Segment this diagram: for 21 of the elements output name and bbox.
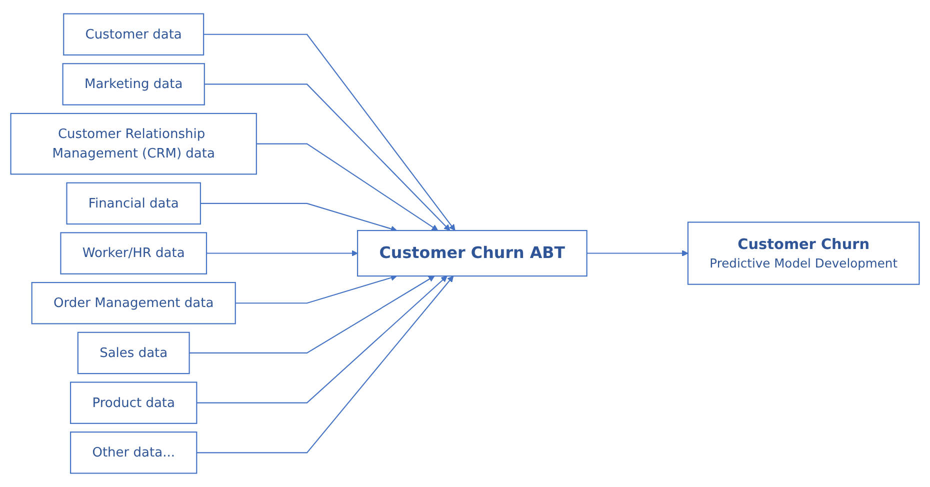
arrow: [206, 250, 358, 256]
node-box: Customer data: [63, 13, 204, 56]
node-box: Worker/HR data: [60, 232, 208, 274]
arrow: [204, 34, 456, 231]
node-box: Sales data: [77, 332, 190, 374]
node-box: Financial data: [66, 182, 201, 225]
node-box: Customer Relationship Management (CRM) data: [10, 112, 257, 175]
arrow: [586, 250, 688, 256]
arrow: [204, 84, 450, 231]
arrow: [200, 202, 398, 232]
arrow: [189, 276, 435, 354]
node-box: Product data: [70, 382, 198, 424]
node-box: Customer Churn ABT: [357, 230, 588, 277]
node-box: Other data...: [70, 432, 198, 474]
arrow: [196, 276, 454, 454]
arrow: [196, 276, 448, 404]
node-box: Customer Churn Predictive Model Development: [687, 222, 920, 285]
node-box: Order Management data: [31, 282, 236, 324]
node-box: Marketing data: [62, 63, 205, 106]
arrow: [235, 274, 398, 304]
arrow: [256, 143, 438, 231]
